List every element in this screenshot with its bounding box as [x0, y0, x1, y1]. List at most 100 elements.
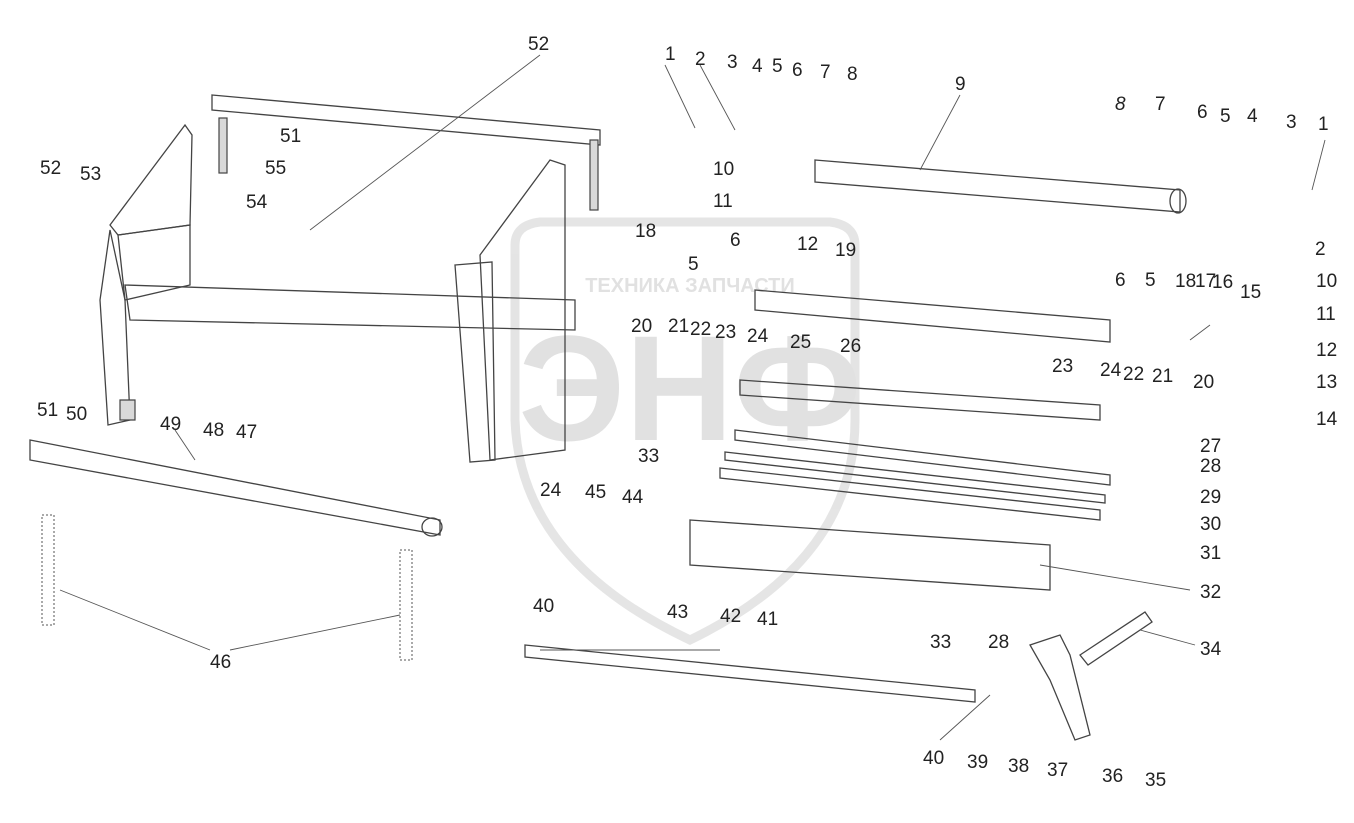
- second-roller: [754, 289, 1111, 343]
- frame-assembly: [99, 123, 576, 463]
- callout-6: 6: [792, 60, 803, 81]
- spring-left: [41, 514, 55, 626]
- callout-10b: 10: [1316, 271, 1337, 292]
- callout-16: 16: [1212, 272, 1233, 293]
- callout-8: 8: [847, 64, 858, 85]
- lower-bar: [29, 439, 443, 537]
- callout-19: 19: [835, 240, 856, 261]
- callout-18: 18: [635, 221, 656, 242]
- callout-2b: 2: [1315, 239, 1326, 260]
- callout-46: 46: [210, 652, 231, 673]
- callout-24b: 24: [1100, 360, 1122, 381]
- callout-45: 45: [585, 482, 606, 503]
- callout-12b: 12: [1316, 340, 1337, 361]
- watermark-logo: ЭНФ ТЕХНИКА ЗАПЧАСТИ: [510, 217, 862, 645]
- callout-33b: 33: [930, 632, 951, 653]
- callout-26: 26: [840, 336, 861, 357]
- callout-50: 50: [66, 404, 87, 425]
- callout-5b: 5: [688, 254, 699, 275]
- callout-9: 9: [955, 74, 966, 95]
- callout-5d: 5: [1145, 270, 1156, 291]
- callout-4b: 4: [1247, 106, 1258, 127]
- callout-6b: 6: [730, 230, 741, 251]
- callout-22b: 22: [1123, 364, 1144, 385]
- callout-54: 54: [246, 192, 268, 213]
- watermark-logo-text: ЭНФ: [518, 304, 861, 472]
- callout-8b: 8: [1115, 94, 1126, 115]
- callout-11b: 11: [1316, 304, 1336, 325]
- watermark-text: ТЕХНИКА ЗАПЧАСТИ: [585, 275, 795, 297]
- callout-42: 42: [720, 606, 741, 627]
- spring-34: [1079, 611, 1153, 666]
- callout-23: 23: [715, 322, 736, 343]
- callout-30: 30: [1200, 514, 1221, 535]
- callout-40b: 40: [533, 596, 554, 617]
- callout-24: 24: [747, 326, 769, 347]
- callout-53: 53: [80, 164, 101, 185]
- callout-55: 55: [265, 158, 286, 179]
- callout-20: 20: [631, 316, 652, 337]
- callout-3: 3: [727, 52, 738, 73]
- callout-10: 10: [713, 159, 734, 180]
- top-bar: [211, 94, 601, 211]
- callout-36: 36: [1102, 766, 1123, 787]
- callout-33: 33: [638, 446, 659, 467]
- callout-6c: 6: [1197, 102, 1208, 123]
- callout-37: 37: [1047, 760, 1068, 781]
- callout-5c: 5: [1220, 106, 1231, 127]
- callout-52b: 52: [40, 158, 61, 179]
- callout-3b: 3: [1286, 112, 1297, 133]
- callout-48: 48: [203, 420, 224, 441]
- callout-28: 28: [1200, 456, 1221, 477]
- callout-20b: 20: [1193, 372, 1214, 393]
- callout-24c: 24: [540, 480, 562, 501]
- callout-5: 5: [772, 56, 783, 77]
- callout-18b: 18: [1175, 271, 1196, 292]
- callout-27: 27: [1200, 436, 1221, 457]
- callout-41: 41: [757, 609, 778, 630]
- callout-labels: 1 2 3 4 5 6 7 8 9 10 11 12 18 5 6 19 8 7…: [37, 34, 1338, 791]
- callout-1b: 1: [1318, 114, 1329, 135]
- callout-21b: 21: [1152, 366, 1173, 387]
- spring-right: [399, 549, 413, 661]
- callout-17: 17: [1195, 271, 1216, 292]
- callout-51b: 51: [37, 400, 58, 421]
- shaft: [524, 644, 976, 703]
- callout-35: 35: [1145, 770, 1166, 791]
- callout-6d: 6: [1115, 270, 1126, 291]
- callout-44: 44: [622, 487, 644, 508]
- lever: [1029, 634, 1091, 741]
- callout-40: 40: [923, 748, 944, 769]
- leader-lines: [59, 54, 1326, 741]
- callout-52: 52: [528, 34, 549, 55]
- callout-43: 43: [667, 602, 688, 623]
- callout-39: 39: [967, 752, 988, 773]
- callout-34: 34: [1200, 639, 1222, 660]
- callout-28b: 28: [988, 632, 1009, 653]
- callout-51: 51: [280, 126, 301, 147]
- callout-29: 29: [1200, 487, 1221, 508]
- callout-25: 25: [790, 332, 811, 353]
- callout-13: 13: [1316, 372, 1337, 393]
- callout-7: 7: [820, 62, 831, 83]
- callout-32: 32: [1200, 582, 1221, 603]
- callout-38: 38: [1008, 756, 1029, 777]
- callout-23b: 23: [1052, 356, 1073, 377]
- callout-11: 11: [713, 191, 733, 212]
- callout-49: 49: [160, 414, 181, 435]
- callout-4: 4: [752, 56, 763, 77]
- roller-tube: [814, 159, 1187, 214]
- callout-7b: 7: [1155, 94, 1166, 115]
- callout-12: 12: [797, 234, 818, 255]
- callout-31: 31: [1200, 543, 1221, 564]
- callout-22: 22: [690, 319, 711, 340]
- callout-2: 2: [695, 49, 706, 70]
- callout-47: 47: [236, 422, 257, 443]
- callout-14: 14: [1316, 409, 1338, 430]
- callout-15: 15: [1240, 282, 1261, 303]
- callout-21: 21: [668, 316, 689, 337]
- blade-assembly: [689, 379, 1111, 591]
- callout-1: 1: [665, 44, 676, 65]
